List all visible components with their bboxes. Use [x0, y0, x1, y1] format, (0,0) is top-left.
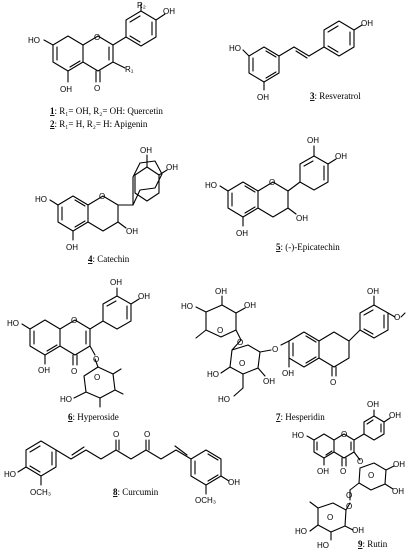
label-rhamnose-oxygen: O: [327, 513, 333, 522]
label-oh: OH: [140, 146, 152, 155]
label-ho: HO: [7, 319, 19, 328]
label-bridge-oxygen: O: [346, 491, 352, 500]
structure-quercetin-apigenin: R₂ OH HO O R₁ OH O 1: R₁= OH, R₂= OH: Qu…: [28, 1, 175, 129]
label-oh: OH: [244, 301, 256, 310]
label-oh: OH: [361, 19, 373, 28]
label-oh: OH: [367, 287, 379, 296]
label-oh: OH: [236, 229, 248, 238]
label-ho: HO: [181, 302, 193, 311]
label-oh: OH: [263, 377, 275, 386]
label-ring-oxygen: O: [71, 316, 77, 325]
structure-hyperoside: OH OH HO O OH O O HO O 6: Hyperoside: [7, 278, 150, 422]
structure-epicatechin: OH OH HO O OH OH 5: (-)-Epicatechin: [205, 136, 347, 252]
caption-catechin: 4: Catechin: [88, 254, 130, 264]
label-link-oxygen: O: [346, 502, 352, 511]
caption-quercetin: 1: R₁= OH, R₂= OH: Quercetin: [50, 106, 163, 116]
caption-curcumin: 8: Curcumin: [113, 487, 159, 497]
label-oh: OH: [352, 526, 364, 535]
caption-apigenin: 2: R₁= H, R₂= H: Apigenin: [50, 119, 148, 129]
label-keto-oxygen: O: [340, 467, 346, 476]
caption-hyperoside: 6: Hyperoside: [68, 412, 119, 422]
label-methoxy-oxygen: O: [394, 313, 400, 322]
label-ho: HO: [317, 541, 329, 550]
label-ho: HO: [35, 195, 47, 204]
structure-resveratrol: HO OH OH 3: Resveratrol: [229, 19, 373, 102]
label-ho: HO: [218, 395, 230, 404]
label-oh: OH: [110, 278, 122, 287]
label-keto-oxygen: O: [94, 84, 100, 93]
label-ring-oxygen: O: [99, 192, 105, 201]
label-glucose-oxygen: O: [368, 471, 374, 480]
structure-catechin: OH OH HO O OH OH 4: Catechin: [35, 146, 178, 264]
label-oh: OH: [307, 136, 319, 145]
label-oh: OH: [393, 460, 405, 469]
label-carbonyl-oxygen: O: [113, 430, 119, 439]
label-oh: OH: [163, 7, 175, 16]
label-ho: HO: [28, 36, 40, 45]
label-ho: HO: [292, 431, 304, 440]
label-rhamnose-oxygen: O: [217, 326, 223, 335]
label-r2: R₂: [137, 1, 146, 10]
label-oh: OH: [257, 93, 269, 102]
label-oh: OH: [317, 467, 329, 476]
label-oh: OH: [389, 411, 401, 420]
label-aglycone-oxygen: O: [272, 345, 278, 354]
caption-rutin: 9: Rutin: [358, 539, 388, 549]
label-oh: OH: [126, 227, 138, 236]
caption-resveratrol: 3: Resveratrol: [310, 91, 361, 101]
label-keto-oxygen: O: [330, 378, 336, 387]
label-och3: OCH₃: [30, 488, 51, 497]
label-och3: OCH₃: [195, 496, 216, 505]
label-oh: OH: [392, 487, 404, 496]
label-ho: HO: [295, 527, 307, 536]
label-ho: HO: [207, 370, 219, 379]
label-ho: HO: [60, 395, 72, 404]
label-oh: OH: [38, 366, 50, 375]
label-ring-oxygen: O: [94, 33, 100, 42]
caption-epicatechin: 5: (-)-Epicatechin: [276, 242, 340, 252]
caption-hesperidin: 7: Hesperidin: [276, 412, 325, 422]
label-glycosidic-oxygen: O: [357, 457, 363, 466]
structure-rutin: OH OH HO O OH O O O OH OH O O HO HO OH O…: [292, 400, 405, 550]
label-ring-oxygen: O: [269, 178, 275, 187]
label-oh: OH: [60, 85, 72, 94]
label-r1: R₁: [125, 65, 134, 74]
label-link-oxygen: O: [237, 338, 243, 347]
label-oh: OH: [296, 214, 308, 223]
label-oh: OH: [166, 163, 178, 172]
label-ho: HO: [4, 470, 16, 479]
label-oh: OH: [282, 369, 294, 378]
structure-hesperidin: HO OH O OH O HO O O OH O OH HO OH O 7: H…: [181, 287, 406, 422]
label-oh: OH: [66, 243, 78, 252]
label-oh: OH: [215, 287, 227, 296]
label-oh: OH: [367, 400, 379, 409]
label-sugar-oxygen: O: [94, 373, 100, 382]
label-ho: HO: [205, 181, 217, 190]
label-oh: OH: [228, 478, 240, 487]
label-glycosidic-oxygen: O: [93, 355, 99, 364]
label-ho: HO: [229, 44, 241, 53]
label-carbonyl-oxygen: O: [144, 430, 150, 439]
label-glucose-oxygen: O: [239, 359, 245, 368]
label-keto-oxygen: O: [71, 367, 77, 376]
label-ring-oxygen: O: [341, 430, 347, 439]
structure-curcumin: O O HO OCH₃ OCH₃ OH 8: Curcumin: [4, 430, 240, 505]
label-oh: OH: [335, 152, 347, 161]
label-oh: OH: [138, 292, 150, 301]
